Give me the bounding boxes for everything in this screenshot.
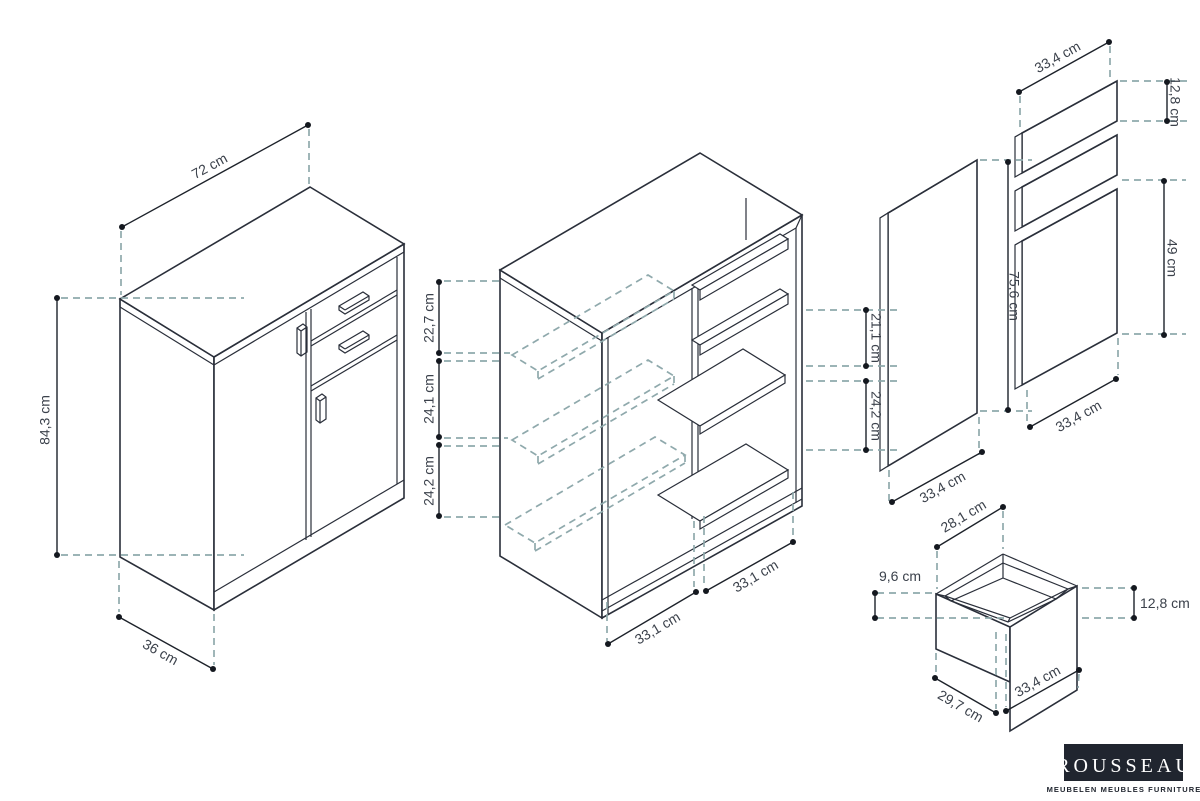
- side-panel-thickness: [879, 211, 889, 473]
- dim-open-left-top: 22,7 cm: [421, 293, 437, 343]
- dim-drawer-inner-height: 9,6 cm: [879, 568, 921, 584]
- drawer-box: [935, 553, 1078, 733]
- drawer-side-face: [935, 592, 1011, 684]
- door-handle-icon: [315, 393, 327, 424]
- logo-brand-text: ROUSSEAU: [1056, 755, 1194, 777]
- stack-drawer-front-2: [1014, 133, 1118, 233]
- dim-panel-height: 75,6 cm: [1006, 271, 1022, 321]
- front-stack: [1014, 79, 1118, 391]
- dim-cabinet-width: 72 cm: [189, 150, 230, 182]
- dim-open-right-top: 21,1 cm: [868, 313, 884, 363]
- dim-open-col-right: 33,1 cm: [730, 556, 781, 595]
- cabinet-closed-handles: [296, 291, 370, 424]
- dim-stack-door-height: 49 cm: [1164, 239, 1180, 277]
- brand-logo: ROUSSEAU MEUBELEN MEUBLES FURNITURE: [1047, 744, 1200, 794]
- door-handle-icon: [296, 323, 308, 357]
- side-panel: [879, 158, 978, 473]
- dim-stack-bottom-width: 33,4 cm: [1053, 397, 1104, 435]
- cabinet-closed-linework: [119, 244, 405, 593]
- dim-drawer-front-height: 12,8 cm: [1140, 595, 1190, 611]
- logo-tagline-text: MEUBELEN MEUBLES FURNITURE: [1047, 785, 1200, 794]
- dim-stack-front-height: 12,8 cm: [1167, 77, 1183, 127]
- drawer-handle-icon: [338, 330, 370, 354]
- dim-open-right-bottom: 24,2 cm: [868, 391, 884, 441]
- cabinet-open-rails: [690, 233, 790, 357]
- drawer-rim: [935, 553, 1078, 623]
- stack-drawer-front-1: [1014, 79, 1118, 179]
- dim-drawer-top-width: 28,1 cm: [938, 496, 989, 535]
- stack-door-panel: [1014, 187, 1118, 391]
- cabinet-open: [498, 152, 804, 620]
- drawer-front-face: [1009, 584, 1078, 733]
- dim-cabinet-height: 84,3 cm: [37, 395, 53, 445]
- dim-open-left-bottom: 24,2 cm: [421, 456, 437, 506]
- logo-background: [1064, 744, 1183, 781]
- drawer-handle-icon: [338, 291, 370, 315]
- cabinet-open-shelves-hidden: [503, 274, 687, 552]
- dim-open-left-mid: 24,1 cm: [421, 374, 437, 424]
- cabinet-closed: [118, 186, 406, 612]
- cabinet-open-shelves-right: [656, 348, 790, 531]
